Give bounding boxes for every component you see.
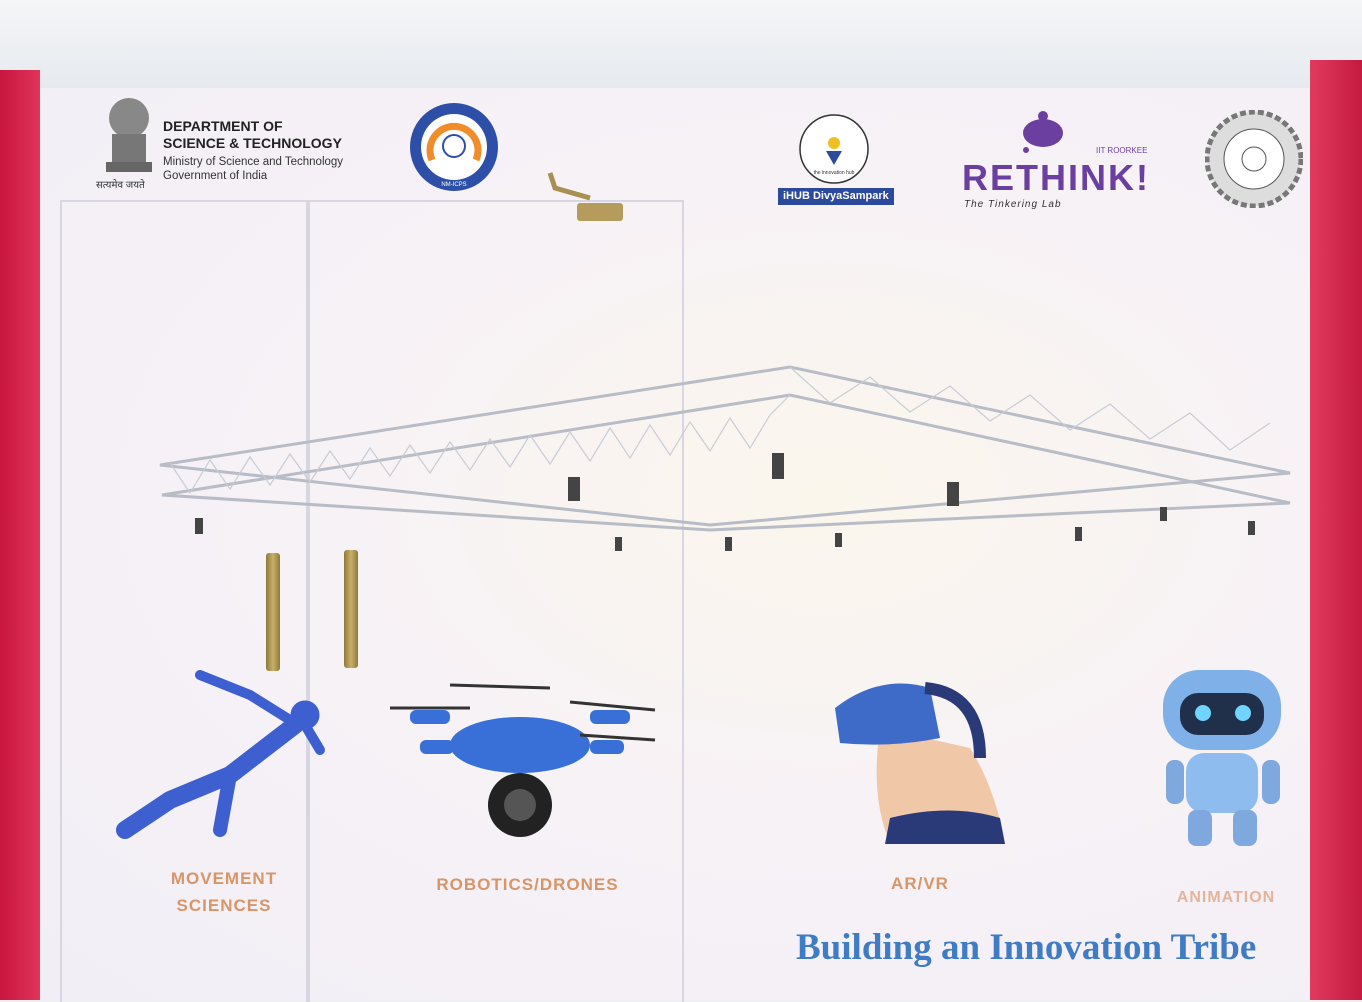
sprinter-graphic [116, 670, 325, 839]
ihub-logo: the innovation hub [799, 114, 869, 184]
door-right[interactable] [306, 200, 684, 1002]
tagline: Building an Innovation Tribe [796, 927, 1257, 968]
thought-cloud-icon [1023, 111, 1063, 153]
iit-roorkee-seal [1205, 110, 1303, 208]
door-closer-icon [547, 172, 623, 221]
rethink-name: RETHINK! [962, 157, 1150, 198]
printed-wall [34, 88, 1312, 1000]
ceiling [0, 0, 1362, 90]
ihub-inner-text: the innovation hub [814, 170, 855, 176]
nmicps-label: NM-ICPS [441, 182, 466, 188]
door-handle-right[interactable] [344, 550, 358, 668]
robot-graphic [1163, 670, 1281, 846]
door-handle-left[interactable] [266, 553, 280, 671]
category-robotics-drones: ROBOTICS/DRONES [436, 875, 619, 894]
truss-rig-graphic [159, 365, 1291, 551]
left-red-pillar [0, 70, 40, 1000]
rethink-org: IIT ROORKEE [1096, 146, 1148, 155]
national-emblem-icon [106, 98, 152, 172]
category-animation: ANIMATION [1176, 889, 1276, 906]
drone-graphic [390, 683, 656, 837]
rethink-subtitle: The Tinkering Lab [964, 199, 1062, 210]
right-red-pillar [1310, 60, 1362, 1000]
door-left[interactable] [60, 200, 310, 1002]
dst-motto: सत्यमेव जयते [96, 180, 145, 191]
ihub-tag: iHUB DivyaSampark [778, 188, 894, 205]
vr-headset-person-graphic [835, 682, 1005, 844]
nmicps-logo: NM-ICPS [410, 103, 498, 191]
category-ar-vr: AR/VR [891, 874, 949, 893]
